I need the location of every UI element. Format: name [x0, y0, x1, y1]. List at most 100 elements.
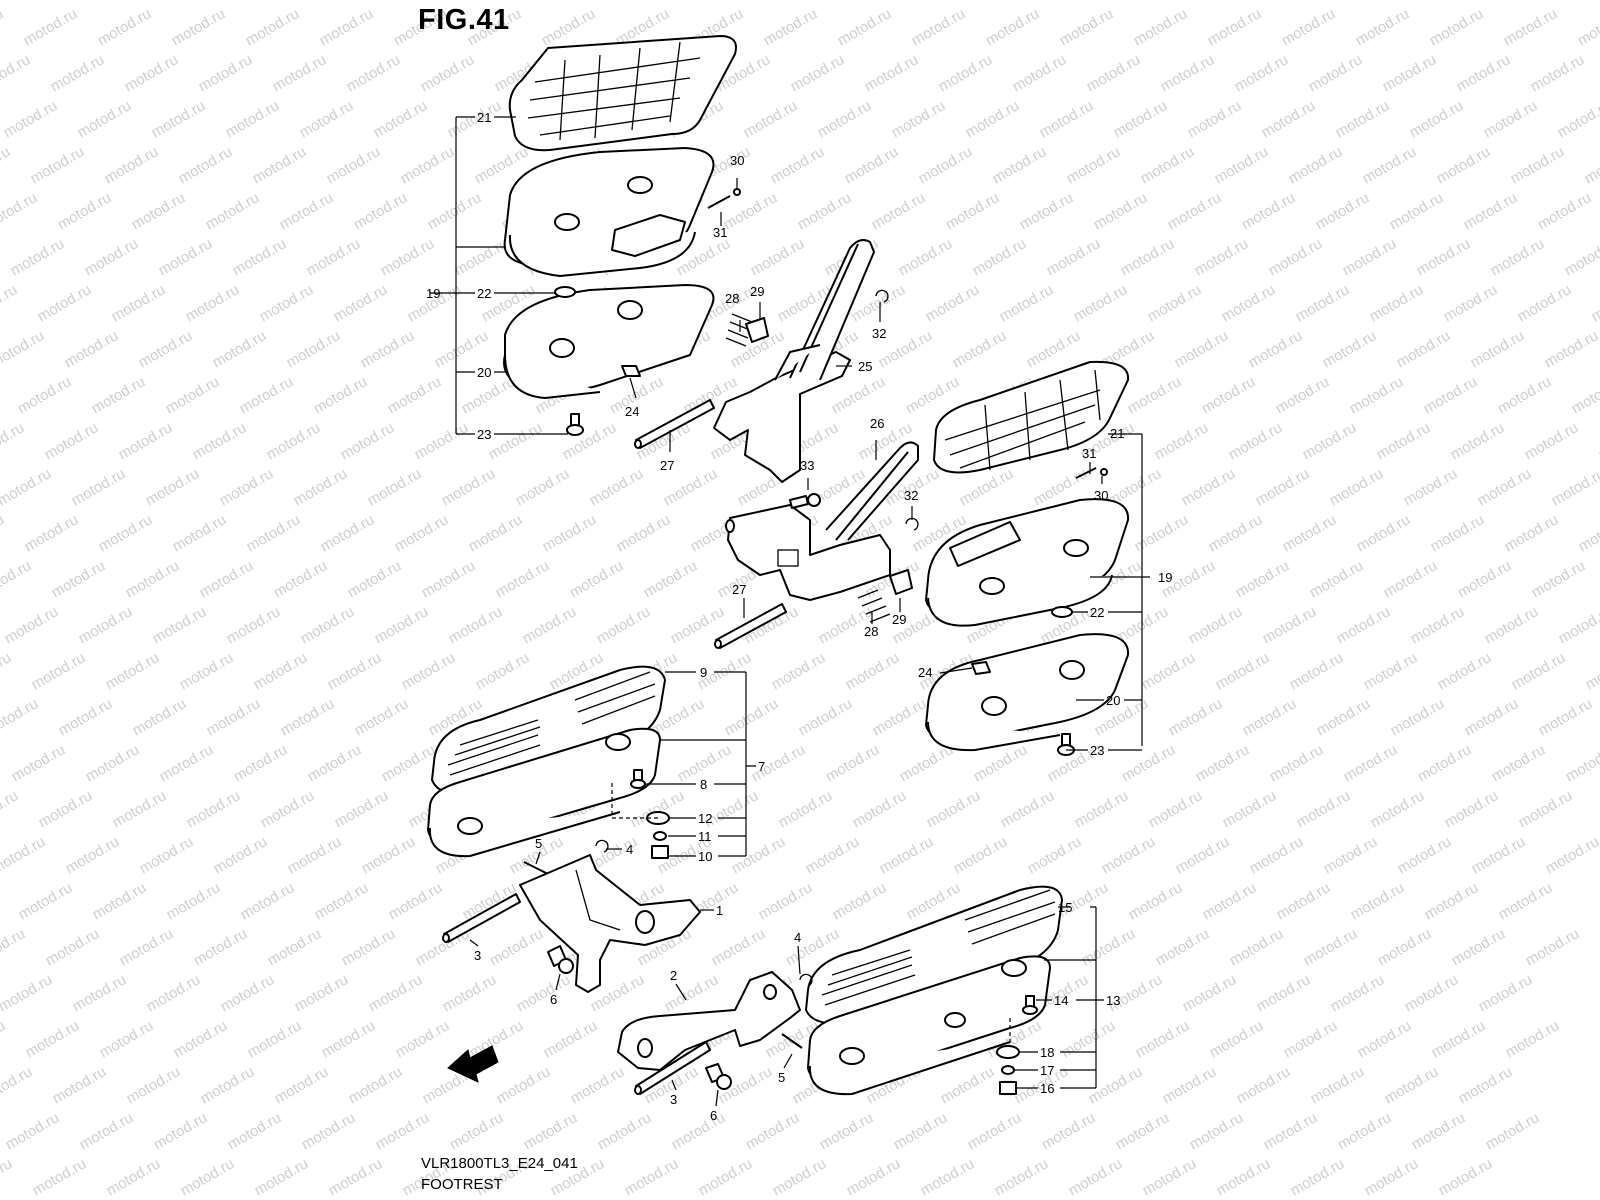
footrest-plate-7 — [427, 727, 661, 858]
callout-24: 24 — [625, 404, 639, 419]
callout-21: 21 — [1110, 426, 1124, 441]
callout-12: 12 — [698, 811, 712, 826]
figure-title: FIG.41 — [418, 4, 510, 36]
nut-16 — [999, 1081, 1017, 1095]
callout-18: 18 — [1040, 1045, 1054, 1060]
clip-32b — [905, 517, 919, 531]
clip-32a — [875, 289, 889, 303]
callout-33: 33 — [800, 458, 814, 473]
pin-27b — [714, 603, 787, 649]
rubber-pad-upper-left — [508, 35, 737, 152]
bolt-23a — [566, 413, 584, 436]
callout-17: 17 — [1040, 1063, 1054, 1078]
washer-11 — [653, 831, 667, 841]
callout-6: 6 — [550, 992, 557, 1007]
nut-10 — [651, 845, 669, 859]
callout-15: 15 — [1058, 900, 1072, 915]
callout-5: 5 — [535, 836, 542, 851]
callout-numbers: 21 19 22 20 23 30 31 28 29 32 25 24 27 2… — [426, 110, 1172, 1123]
diagram-caption: FOOTREST — [421, 1176, 503, 1193]
bolt-33 — [789, 493, 821, 509]
callout-16: 16 — [1040, 1081, 1054, 1096]
callout-13: 13 — [1106, 993, 1120, 1008]
callout-9: 9 — [700, 665, 707, 680]
floorboard-plate-upper-left — [503, 147, 715, 277]
washer-18 — [996, 1045, 1020, 1059]
callout-4: 4 — [626, 842, 633, 857]
plate-29a — [745, 317, 769, 343]
callout-31: 31 — [713, 225, 727, 240]
callout-31: 31 — [1082, 446, 1096, 461]
callout-19: 19 — [426, 286, 440, 301]
callout-6: 6 — [710, 1108, 717, 1123]
clip-4b — [799, 973, 813, 987]
bolt-6b — [705, 1063, 732, 1090]
washer-17 — [1001, 1065, 1015, 1075]
bracket-25 — [713, 239, 875, 483]
pin-3b — [634, 1041, 711, 1095]
callout-25: 25 — [858, 359, 872, 374]
floorboard-base-upper-left — [503, 284, 715, 399]
washer-22b — [1051, 606, 1073, 618]
callout-19: 19 — [1158, 570, 1172, 585]
callout-7: 7 — [758, 759, 765, 774]
callout-29: 29 — [892, 612, 906, 627]
callout-32: 32 — [904, 488, 918, 503]
forward-direction-icon: FWD — [447, 1045, 499, 1083]
rubber-pad-9 — [431, 665, 666, 795]
bracket-1 — [519, 854, 701, 993]
callout-23: 23 — [1090, 743, 1104, 758]
callout-8: 8 — [700, 777, 707, 792]
callout-4: 4 — [794, 930, 801, 945]
callout-3: 3 — [474, 948, 481, 963]
leader-lines — [430, 116, 1150, 1107]
spring-5b — [781, 1033, 803, 1049]
ball-30a — [733, 188, 741, 196]
callout-14: 14 — [1054, 993, 1068, 1008]
model-code: VLR1800TL3_E24_041 — [421, 1155, 578, 1172]
callout-22: 22 — [477, 286, 491, 301]
ball-30b — [1100, 468, 1108, 476]
bracket-2 — [617, 971, 801, 1071]
bolt-6a — [547, 945, 574, 974]
callout-29: 29 — [750, 284, 764, 299]
pin-27a — [634, 399, 715, 449]
bolt-8 — [630, 769, 646, 789]
callout-30: 30 — [730, 153, 744, 168]
callout-3: 3 — [670, 1092, 677, 1107]
callout-27: 27 — [660, 458, 674, 473]
callout-11: 11 — [698, 829, 712, 844]
spring-5a — [523, 861, 549, 875]
plate-29b — [889, 569, 913, 595]
bolt-23b — [1057, 733, 1075, 756]
callout-23: 23 — [477, 427, 491, 442]
callout-20: 20 — [1106, 693, 1120, 708]
washer-22a — [554, 286, 576, 298]
callout-2: 2 — [670, 968, 677, 983]
spring-31a — [707, 195, 731, 209]
callout-30: 30 — [1094, 488, 1108, 503]
spring-31b — [1075, 467, 1097, 479]
callout-24: 24 — [918, 665, 932, 680]
bracket-26 — [725, 441, 919, 601]
clip-24b — [971, 661, 991, 675]
footrest-plate-13 — [807, 955, 1051, 1096]
callout-28: 28 — [725, 291, 739, 306]
callout-27: 27 — [732, 582, 746, 597]
callout-32: 32 — [872, 326, 886, 341]
rubber-pad-right — [933, 360, 1130, 474]
pin-3a — [442, 893, 521, 943]
floorboard-base-right — [925, 633, 1130, 752]
spring-28a — [725, 313, 753, 347]
callout-20: 20 — [477, 365, 491, 380]
bolt-14 — [1022, 995, 1038, 1015]
callout-21: 21 — [477, 110, 491, 125]
callout-1: 1 — [716, 903, 723, 918]
floorboard-plate-right — [925, 498, 1130, 627]
callout-26: 26 — [870, 416, 884, 431]
spring-28b — [857, 589, 891, 623]
callout-10: 10 — [698, 849, 712, 864]
callout-28: 28 — [864, 624, 878, 639]
